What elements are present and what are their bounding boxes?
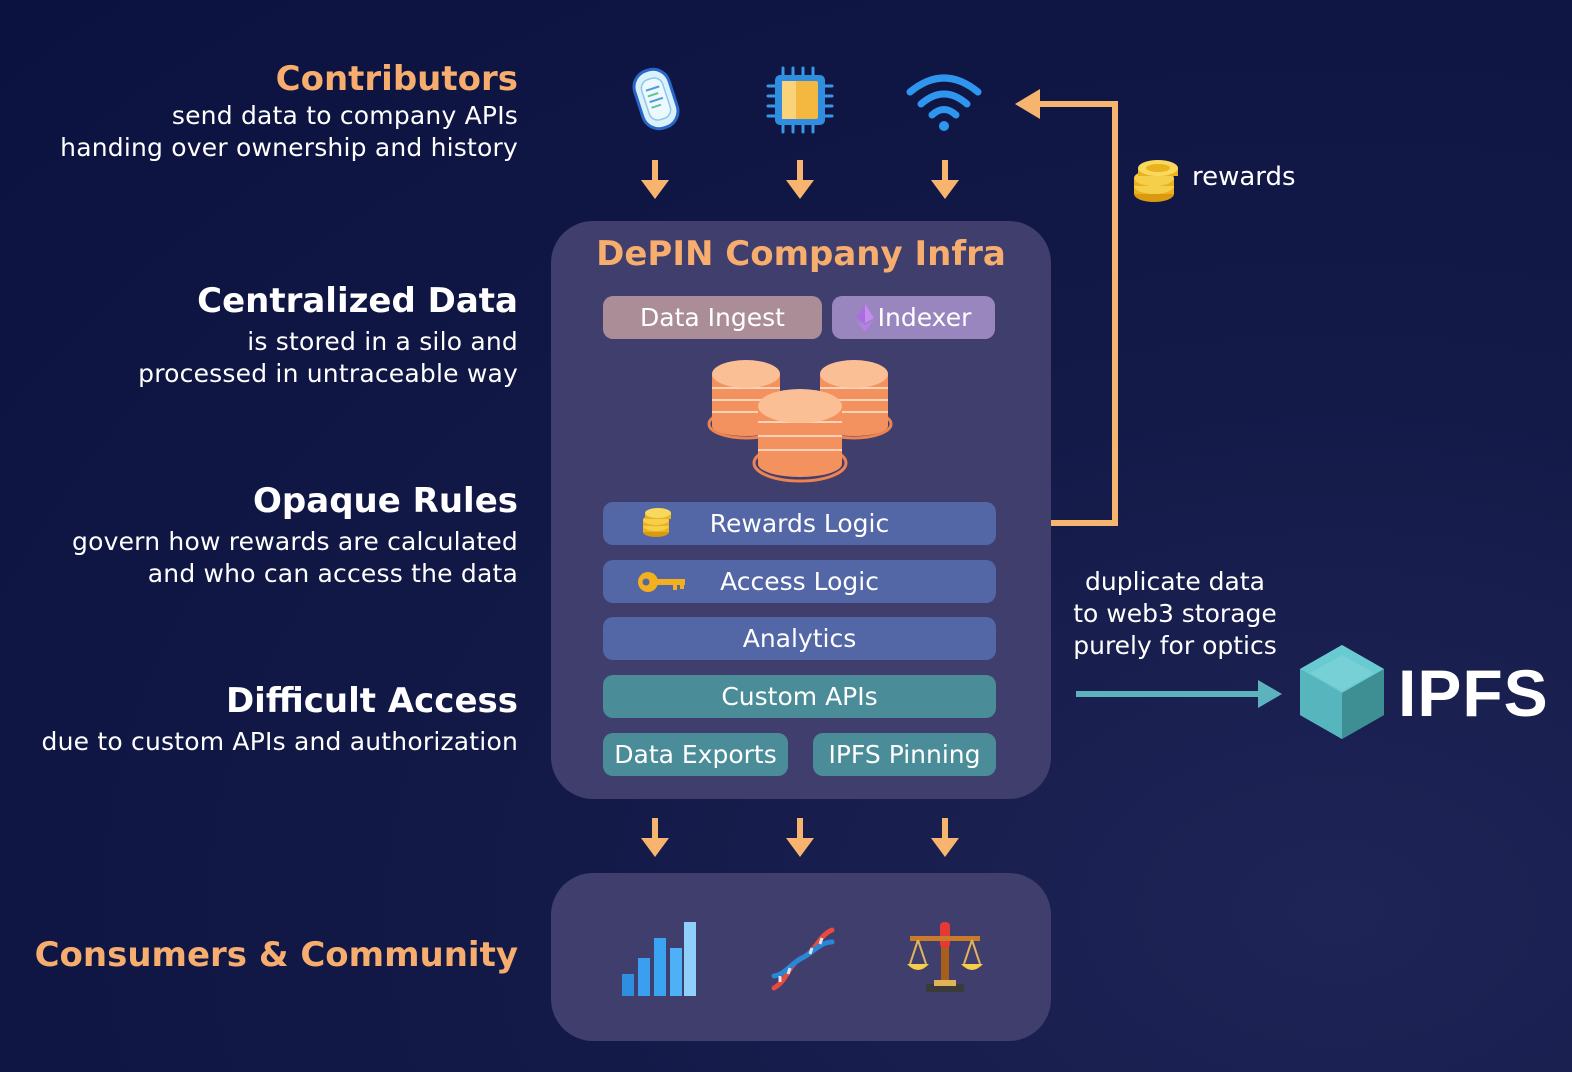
wifi-icon <box>906 74 982 131</box>
custom-apis-pill: Custom APIs <box>603 675 996 718</box>
rewards-feedback-arrow <box>1011 101 1118 526</box>
database-center <box>752 389 848 483</box>
duplicate-note-line-1: duplicate data <box>1085 567 1265 596</box>
contributors-desc-line-1: send data to company APIs <box>171 101 518 130</box>
difficult-access-section: Difficult Access due to custom APIs and … <box>42 680 518 758</box>
data-ingest-label: Data Ingest <box>640 303 785 332</box>
custom-apis-label: Custom APIs <box>721 682 878 711</box>
wearable-device-icon <box>632 67 680 131</box>
ipfs-pinning-pill: IPFS Pinning <box>813 733 996 776</box>
centralized-data-heading: Centralized Data <box>197 281 518 321</box>
difficult-access-heading: Difficult Access <box>225 681 518 721</box>
opaque-rules-section: Opaque Rules govern how rewards are calc… <box>72 480 518 590</box>
duplicate-note-line-2: to web3 storage <box>1073 599 1277 628</box>
indexer-pill: Indexer <box>832 296 995 339</box>
ethereum-icon <box>855 303 874 332</box>
contributors-desc-line-2: handing over ownership and history <box>60 133 518 162</box>
centralized-data-desc-line-2: processed in untraceable way <box>138 359 518 388</box>
opaque-rules-heading: Opaque Rules <box>253 481 518 521</box>
contributors-section: Contributors send data to company APIs h… <box>60 58 518 164</box>
data-exports-pill: Data Exports <box>603 733 788 776</box>
opaque-rules-desc-line-1: govern how rewards are calculated <box>72 527 518 556</box>
ipfs-label: IPFS <box>1398 656 1549 730</box>
access-logic-pill: Access Logic <box>603 560 996 603</box>
centralized-data-section: Centralized Data is stored in a silo and… <box>138 280 518 390</box>
dna-icon <box>771 927 835 991</box>
duplicate-note-line-3: purely for optics <box>1073 631 1277 660</box>
rewards-logic-pill: Rewards Logic <box>603 502 996 545</box>
data-ingest-pill: Data Ingest <box>603 296 822 339</box>
infra-title: DePIN Company Infra <box>596 234 1006 274</box>
centralized-data-desc-line-1: is stored in a silo and <box>247 327 518 356</box>
ipfs-cube-icon <box>1300 645 1384 739</box>
contributors-heading: Contributors <box>275 59 518 99</box>
coins-icon <box>643 508 671 537</box>
consumers-heading: Consumers & Community <box>34 935 518 975</box>
indexer-label: Indexer <box>877 303 972 332</box>
access-logic-label: Access Logic <box>720 567 879 596</box>
key-icon <box>638 572 685 592</box>
scales-icon <box>907 922 983 992</box>
opaque-rules-desc-line-2: and who can access the data <box>147 559 518 588</box>
data-exports-label: Data Exports <box>614 740 777 769</box>
ipfs-pinning-label: IPFS Pinning <box>828 740 981 769</box>
difficult-access-desc-line-1: due to custom APIs and authorization <box>41 727 518 756</box>
rewards-coins-icon <box>1134 160 1178 202</box>
chip-icon <box>766 66 834 134</box>
rewards-label: rewards <box>1192 162 1296 192</box>
duplicate-note: duplicate data to web3 storage purely fo… <box>1060 566 1290 662</box>
consumers-section: Consumers & Community <box>35 934 518 976</box>
database-icon <box>707 360 893 483</box>
rewards-logic-label: Rewards Logic <box>709 509 890 538</box>
analytics-label: Analytics <box>742 624 857 653</box>
analytics-pill: Analytics <box>603 617 996 660</box>
bar-chart-icon <box>622 922 696 996</box>
